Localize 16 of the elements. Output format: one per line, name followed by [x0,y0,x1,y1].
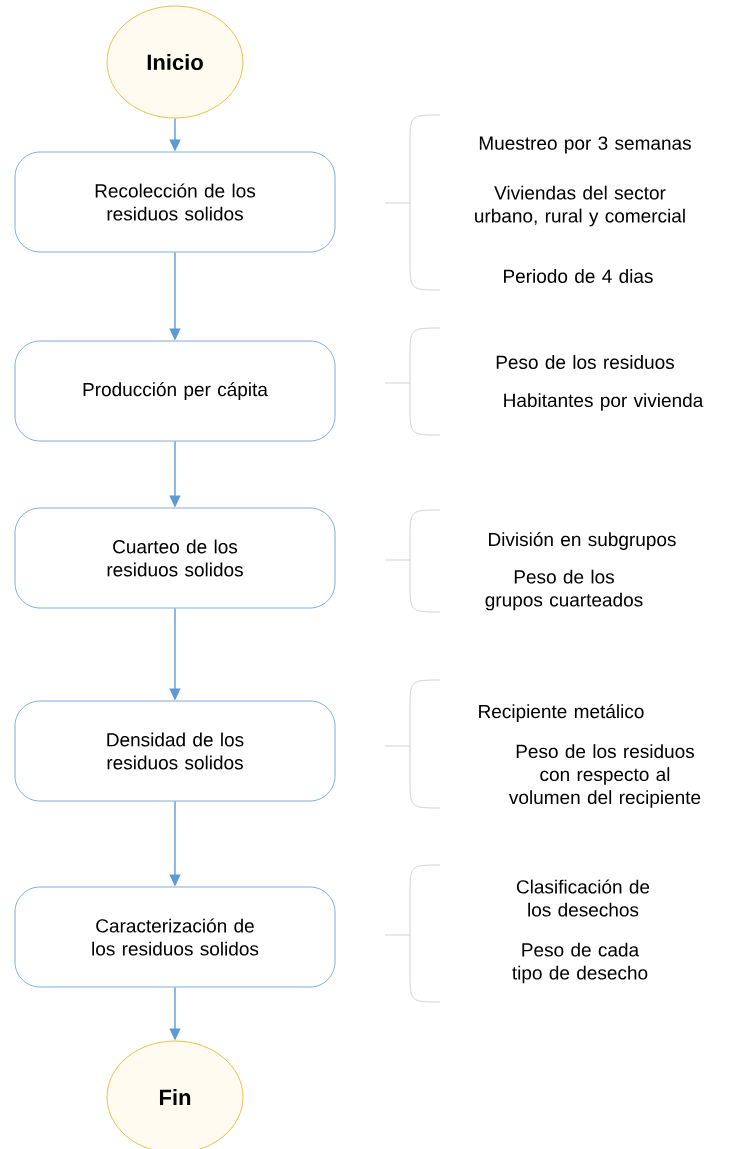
process-box: Densidad de los residuos solidos [14,700,336,802]
process-box: Cuarteo de los residuos solidos [14,507,336,609]
annotation-text: Peso de cada tipo de desecho [512,942,648,984]
annotation-text: Peso de los residuos con respecto al volumen del recipiente [508,744,701,808]
annotation-text: Peso de los residuos [496,355,675,369]
annotation-text: Muestreo por 3 semanas [479,136,691,154]
annotation-text: Viviendas del sector urbano, rural y comercial [475,185,685,227]
annotation-text: División en subgrupos [489,532,676,550]
process-box: Recolección de los residuos solidos [14,151,336,253]
process-box: Caracterización de los residuos solidos [14,886,336,988]
annotation-text: Habitantes por vivienda [504,393,704,411]
annotation-text: Recipiente metálico [479,704,644,722]
process-box: Producción per cápita [14,340,336,442]
annotation-text: Periodo de 4 dias [504,269,653,283]
annotation-text: Peso de los grupos cuarteados [485,569,643,611]
annotation-text: Clasificación de los desechos [516,879,650,917]
